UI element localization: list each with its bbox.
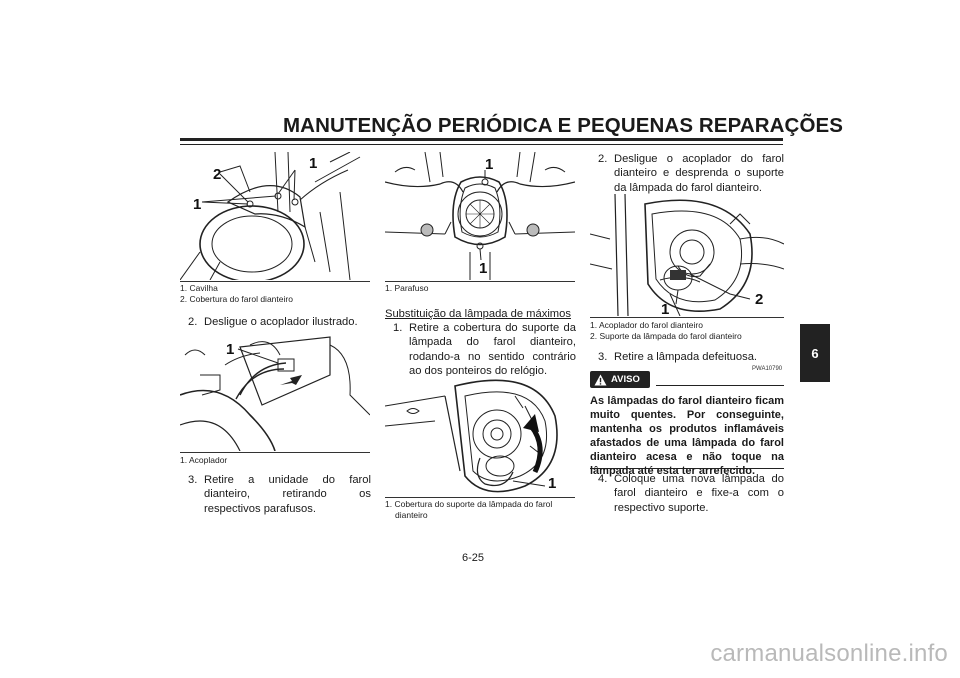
figure-rule [180,281,370,282]
chapter-tab: 6 [800,324,830,382]
warning-triangle-icon [594,374,607,385]
step-2: 2.Desligue o acoplador do farol dianteir… [598,153,784,194]
figure-coupler: 1 [180,335,370,451]
warning-label: AVISO [590,371,650,388]
figure-headlight-cover: 2 1 1 [180,152,370,280]
callout-2: 2 [755,291,764,308]
figure-rule [385,497,575,498]
figure-caption: 1. Acoplador do farol dianteiro 2. Supor… [590,320,742,341]
figure-caption: 1. Acoplador [180,455,228,465]
step-2: 2.Desligue o acoplador ilustrado. [188,316,358,328]
figure-bulb-holder: 2 1 [590,194,784,316]
figure-caption: 1. Parafuso [385,283,429,293]
figure-bulb-holder-cover: 1 [385,376,575,494]
figure-caption: 1. Cavilha 2. Cobertura do farol diantei… [180,283,293,304]
step-3: 3.Retire a unidade do farol dianteiro, r… [188,474,371,515]
step-3: 3.Retire a lâmpada defeituosa. [598,351,758,363]
callout-1: 1 [661,301,670,316]
figure-rule [385,281,575,282]
warning-bottom-rule [590,468,784,469]
watermark: carmanualsonline.info [710,640,948,667]
section-heading: Substituição da lâmpada de máximos [385,308,571,320]
callout-1: 1 [548,475,557,492]
warning-label-text: AVISO [611,374,640,385]
warning-code: PWA10790 [752,366,783,372]
header-rule [180,138,783,141]
header-rule-thin [180,144,783,145]
page-title: MANUTENÇÃO PERIÓDICA E PEQUENAS REPARAÇÕ… [283,114,844,137]
step-4: 4.Coloque uma nova lâmpada do farol dian… [598,473,784,514]
warning-text: As lâmpadas do farol dianteiro ficam mui… [590,395,784,478]
figure-headlight-screws: 1 1 [385,152,575,280]
figure-rule [590,317,784,318]
callout-1: 1 [485,156,494,173]
figure-caption: 1. Cobertura do suporte da lâmpada do fa… [385,499,553,520]
warning-rule [656,385,784,386]
callout-1: 1 [479,260,488,277]
callout-1: 1 [309,155,318,172]
figure-rule [180,452,370,453]
step-1: 1.Retire a cobertura do suporte da lâmpa… [393,322,576,377]
page-number: 6-25 [462,552,485,564]
callout-2: 2 [213,166,222,183]
callout-1: 1 [226,341,235,358]
callout-1: 1 [193,196,202,213]
